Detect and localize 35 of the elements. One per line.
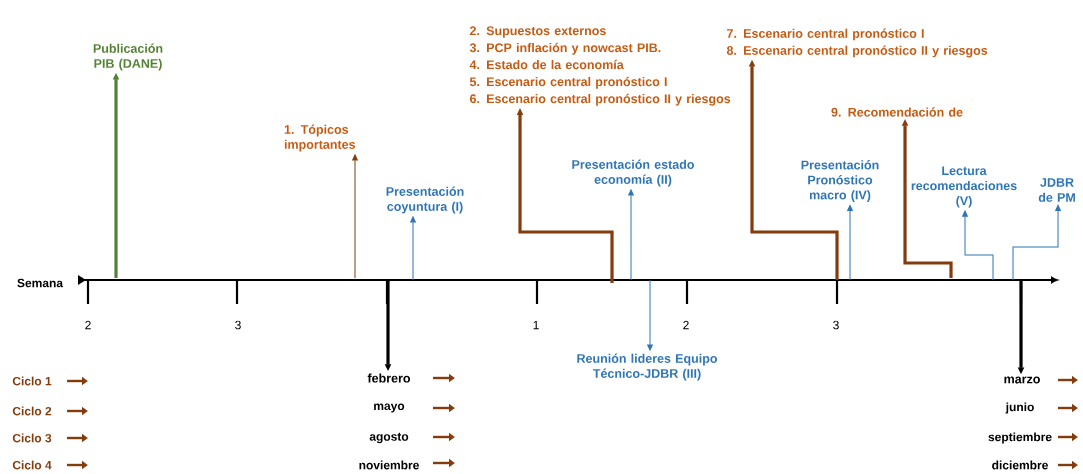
event-label: Presentación coyuntura (I) [386, 186, 464, 214]
cycle-label: Ciclo 4 [12, 460, 52, 470]
event-label: Presentación estado economía (II) [572, 159, 694, 187]
event-label: Publicación PIB (DANE) [93, 43, 163, 71]
event-label: febrero [367, 373, 411, 383]
event-label: JDBR de PM [1038, 178, 1075, 202]
month-label: diciembre [992, 460, 1048, 470]
event-label: Reunión lideres Equipo Técnico-JDBR (III) [577, 353, 717, 381]
event-label: 9. Recomendación de [831, 107, 963, 117]
month-label: noviembre [359, 460, 419, 470]
tick-label: 3 [235, 320, 241, 330]
step-list: 7. Escenario central pronóstico I 8. Escenario central pronóstico II y riesgos [726, 28, 988, 58]
axis-label: Semana [17, 278, 64, 288]
month-label: junio [1005, 402, 1034, 414]
tick-label: 2 [85, 320, 91, 330]
tick-label: 1 [533, 320, 539, 330]
cycle-label: Ciclo 1 [12, 376, 52, 386]
arrow [647, 279, 653, 351]
step-list: 1. Tópicos importantes [284, 124, 356, 152]
arrow [628, 189, 634, 281]
event-label: Lectura recomendaciones (V) [911, 166, 1017, 208]
tick-label: 3 [833, 320, 839, 330]
arrow [962, 210, 994, 281]
event-label: Presentación Pronóstico macro (IV) [801, 160, 879, 202]
cycle-label: Ciclo 3 [12, 433, 52, 443]
tick-label: 2 [683, 320, 689, 330]
cycle-label: Ciclo 2 [12, 406, 52, 416]
arrow [1012, 204, 1061, 281]
arrow [847, 204, 853, 281]
month-label: agosto [369, 432, 409, 444]
arrow [352, 154, 358, 279]
arrow [410, 216, 416, 281]
month-label: septiembre [988, 432, 1052, 444]
month-label: mayo [374, 403, 405, 413]
event-label: marzo [1004, 376, 1040, 384]
